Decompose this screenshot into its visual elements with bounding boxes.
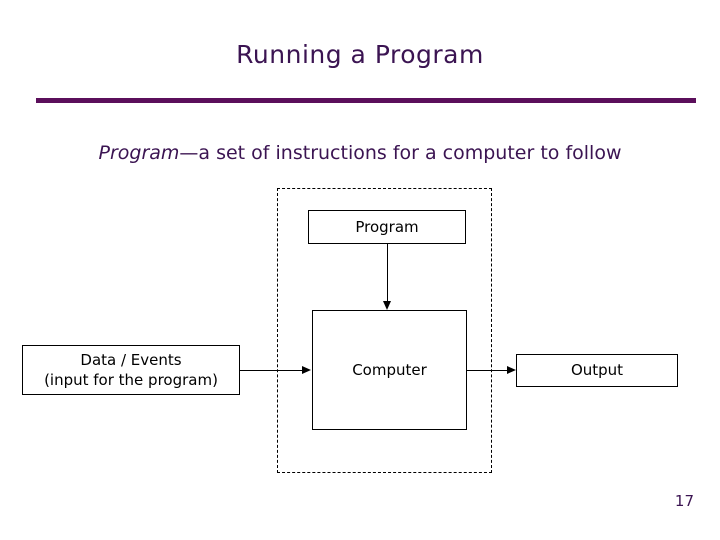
title-underline-rule xyxy=(36,98,696,103)
page-number: 17 xyxy=(674,492,694,510)
output-box-label: Output xyxy=(570,361,624,380)
subtitle-emphasis: Program xyxy=(98,142,180,164)
page-title: Running a Program xyxy=(236,40,484,69)
data-events-box: Data / Events (input for the program) xyxy=(22,345,240,395)
data-events-box-label-line1: Data / Events xyxy=(80,350,182,369)
computer-box: Computer xyxy=(312,310,467,430)
arrow-program-to-computer-icon xyxy=(383,244,391,310)
arrow-data-to-computer-icon xyxy=(240,366,311,374)
arrow-computer-to-output-icon xyxy=(467,366,516,374)
program-box: Program xyxy=(308,210,466,244)
computer-box-label: Computer xyxy=(352,360,427,379)
output-box: Output xyxy=(516,354,678,387)
program-box-label: Program xyxy=(355,217,419,236)
data-events-box-label-line2: (input for the program) xyxy=(44,371,218,389)
subtitle: Program—a set of instructions for a comp… xyxy=(0,142,720,164)
dashed-boundary-box xyxy=(277,188,492,473)
subtitle-rest: —a set of instructions for a computer to… xyxy=(179,142,622,164)
